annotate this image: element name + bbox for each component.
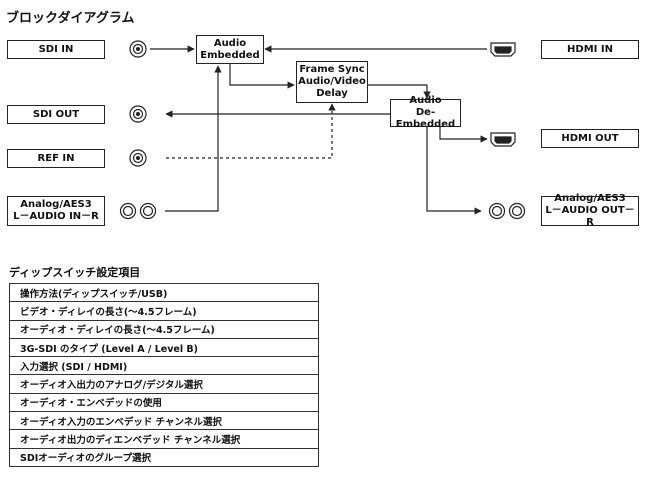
sdi-in-block: SDI IN (7, 40, 105, 59)
analog-in-block: Analog/AES3 L－AUDIO IN－R (7, 196, 105, 226)
settings-title: ディップスイッチ設定項目 (9, 266, 141, 279)
ref-in-block: REF IN (7, 149, 105, 168)
diagram-title: ブロックダイアグラム (6, 11, 135, 26)
hdmi-connector-icon (490, 132, 516, 147)
wire-hdmi-out (439, 126, 488, 143)
sdi-out-block: SDI OUT (7, 105, 105, 124)
table-row: 操作方法(ディップスイッチ/USB) (9, 282, 319, 303)
wire-ref-in (166, 103, 336, 159)
audio-deembedded-block: Audio De-Embedded (390, 95, 461, 130)
wire-analog-out (426, 126, 482, 215)
bnc-connector-icon (129, 149, 147, 167)
table-cell: オーディオ・エンベデッドの使用 (9, 392, 319, 413)
block-diagram (119, 40, 526, 220)
hdmi-connector-icon (490, 42, 516, 57)
wire-embed-to-sync (229, 63, 295, 89)
hdmi-in-block: HDMI IN (541, 40, 639, 59)
table-row: オーディオ入出力のアナログ/デジタル選択 (9, 374, 319, 394)
table-cell: 操作方法(ディップスイッチ/USB) (9, 282, 319, 303)
table-cell: オーディオ入出力のアナログ/デジタル選択 (9, 374, 319, 394)
bnc-connector-icon (129, 40, 147, 58)
settings-table: 操作方法(ディップスイッチ/USB) ビデオ・ディレイの長さ(～4.5フレーム)… (9, 282, 319, 467)
wire-analog-in (165, 65, 222, 212)
table-cell: オーディオ入力のエンベデッド チャンネル選択 (9, 411, 319, 431)
rca-connector-icon (119, 202, 157, 220)
table-cell: ビデオ・ディレイの長さ(～4.5フレーム) (9, 301, 319, 321)
table-cell: 入力選択 (SDI / HDMI) (9, 356, 319, 376)
table-cell: オーディオ出力のディエンベデッド チャンネル選択 (9, 429, 319, 449)
table-row: 3G-SDI のタイプ (Level A / Level B) (9, 337, 319, 358)
table-row: オーディオ・エンベデッドの使用 (9, 392, 319, 413)
wire-sync-to-deembed (368, 84, 431, 99)
bnc-connector-icon (129, 105, 147, 123)
rca-connector-icon (488, 202, 526, 220)
table-row: オーディオ入力のエンベデッド チャンネル選択 (9, 411, 319, 431)
table-cell: オーディオ・ディレイの長さ(～4.5フレーム) (9, 319, 319, 339)
table-row: ビデオ・ディレイの長さ(～4.5フレーム) (9, 301, 319, 321)
table-row: オーディオ出力のディエンベデッド チャンネル選択 (9, 429, 319, 449)
table-row: オーディオ・ディレイの長さ(～4.5フレーム) (9, 319, 319, 339)
hdmi-out-block: HDMI OUT (541, 129, 639, 148)
table-row: 入力選択 (SDI / HDMI) (9, 356, 319, 376)
frame-sync-block: Frame Sync Audio/Video Delay (296, 61, 368, 103)
table-cell: SDIオーディオのグループ選択 (9, 447, 319, 467)
table-cell: 3G-SDI のタイプ (Level A / Level B) (9, 337, 319, 358)
table-row: SDIオーディオのグループ選択 (9, 447, 319, 467)
analog-out-block: Analog/AES3 L－AUDIO OUT－R (541, 193, 639, 228)
audio-embedded-block: Audio Embedded (196, 35, 264, 64)
